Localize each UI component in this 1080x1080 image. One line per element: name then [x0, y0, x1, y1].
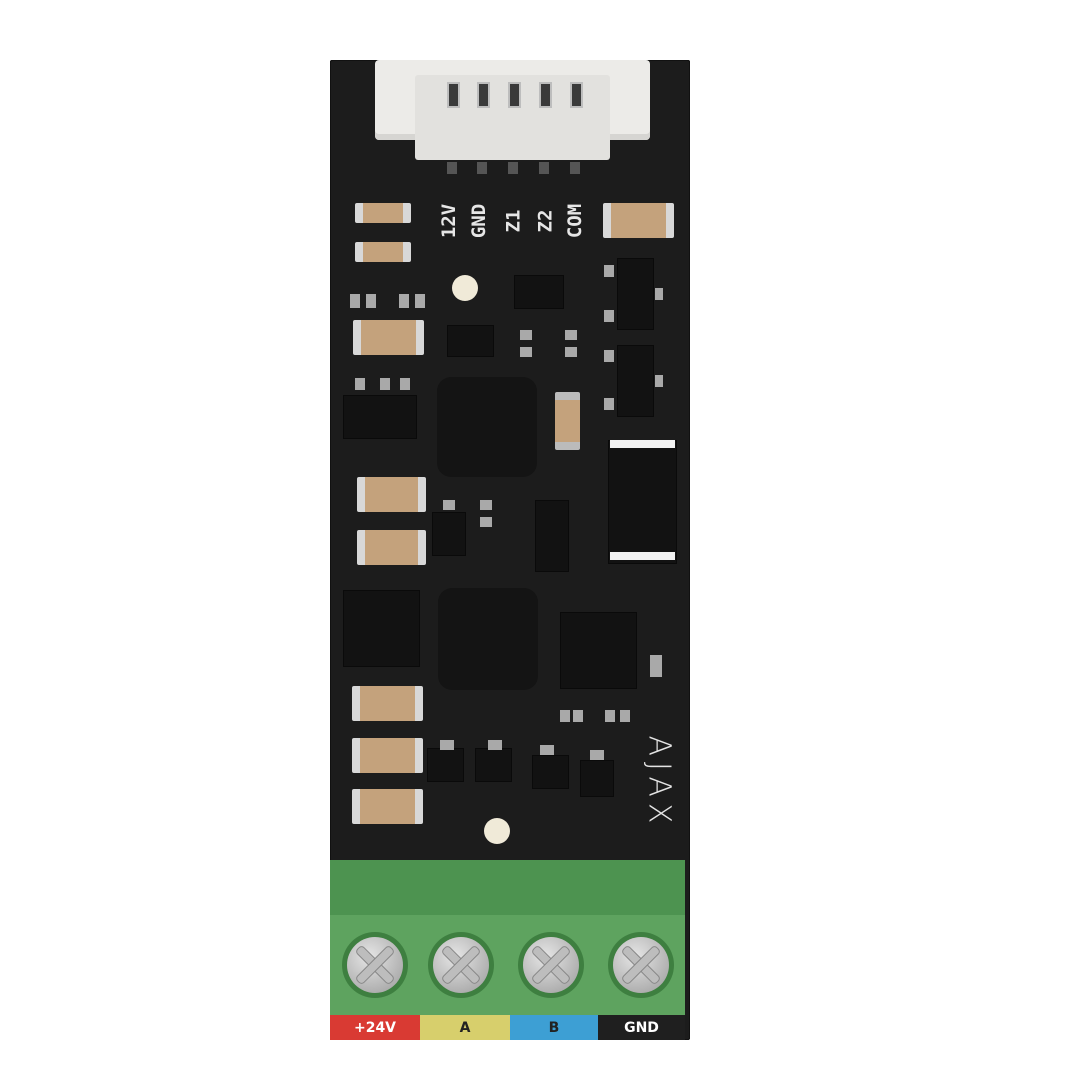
- smd-pad: [350, 294, 360, 308]
- smd-pad: [540, 745, 554, 755]
- chip: [580, 760, 614, 797]
- chip: [343, 590, 420, 667]
- chip: [475, 748, 512, 782]
- smd-pad: [650, 655, 662, 677]
- chip: [514, 275, 564, 309]
- smd-pad: [380, 378, 390, 390]
- smd-pad: [565, 347, 577, 357]
- connector-pin: [539, 82, 552, 108]
- smd-pad: [605, 710, 615, 722]
- capacitor: [357, 477, 426, 512]
- capacitor: [603, 203, 674, 238]
- terminal-label-gnd: GND: [598, 1015, 685, 1040]
- silk-label-z1: Z1: [502, 209, 525, 233]
- chip: [560, 612, 637, 689]
- smd-pad: [480, 500, 492, 510]
- smd-pad: [520, 330, 532, 340]
- chip: [427, 748, 464, 782]
- capacitor: [355, 203, 411, 223]
- smd-pad: [355, 378, 365, 390]
- smd-pad: [604, 310, 614, 322]
- diode-stripe: [610, 552, 675, 560]
- capacitor: [352, 738, 423, 773]
- chip: [617, 345, 654, 417]
- connector-pin-foot: [477, 162, 487, 174]
- smd-pad: [565, 330, 577, 340]
- smd-pad: [480, 517, 492, 527]
- smd-pad: [604, 265, 614, 277]
- silk-label-z2: Z2: [534, 209, 557, 233]
- screw-terminal: [613, 937, 669, 993]
- smd-pad: [573, 710, 583, 722]
- chip: [535, 500, 569, 572]
- mounting-hole: [484, 818, 510, 844]
- smd-pad: [604, 350, 614, 362]
- inductor: [438, 588, 538, 690]
- chip: [447, 325, 494, 357]
- smd-pad: [655, 375, 663, 387]
- connector-pin-foot: [508, 162, 518, 174]
- silk-label-12v: 12V: [438, 203, 461, 239]
- terminal-block-top: [330, 860, 685, 915]
- screw-terminal: [523, 937, 579, 993]
- terminal-label-b: B: [510, 1015, 598, 1040]
- smd-pad: [560, 710, 570, 722]
- connector-pin: [477, 82, 490, 108]
- connector-pin: [508, 82, 521, 108]
- chip: [343, 395, 417, 439]
- ajax-logo: AJAX: [641, 735, 677, 830]
- inductor: [437, 377, 537, 477]
- connector-pin: [447, 82, 460, 108]
- smd-pad: [488, 740, 502, 750]
- smd-pad: [520, 347, 532, 357]
- smd-pad: [366, 294, 376, 308]
- connector-pin-foot: [570, 162, 580, 174]
- screw-terminal: [433, 937, 489, 993]
- connector-pin-foot: [447, 162, 457, 174]
- smd-pad: [440, 740, 454, 750]
- smd-pad: [400, 378, 410, 390]
- capacitor: [352, 686, 423, 721]
- capacitor: [352, 789, 423, 824]
- chip: [617, 258, 654, 330]
- screw-terminal: [347, 937, 403, 993]
- capacitor: [353, 320, 424, 355]
- diode-stripe: [610, 440, 675, 448]
- silk-label-com: COM: [564, 203, 587, 239]
- chip: [532, 755, 569, 789]
- capacitor: [355, 242, 411, 262]
- connector-pin-foot: [539, 162, 549, 174]
- chip: [608, 440, 677, 564]
- mounting-hole: [452, 275, 478, 301]
- terminal-label-24v: +24V: [330, 1015, 420, 1040]
- connector-pin: [570, 82, 583, 108]
- capacitor: [555, 392, 580, 450]
- smd-pad: [443, 500, 455, 510]
- smd-pad: [415, 294, 425, 308]
- smd-pad: [604, 398, 614, 410]
- smd-pad: [590, 750, 604, 760]
- smd-pad: [620, 710, 630, 722]
- smd-pad: [399, 294, 409, 308]
- silk-label-gnd: GND: [468, 203, 491, 239]
- capacitor: [357, 530, 426, 565]
- terminal-label-a: A: [420, 1015, 510, 1040]
- chip: [432, 512, 466, 556]
- smd-pad: [655, 288, 663, 300]
